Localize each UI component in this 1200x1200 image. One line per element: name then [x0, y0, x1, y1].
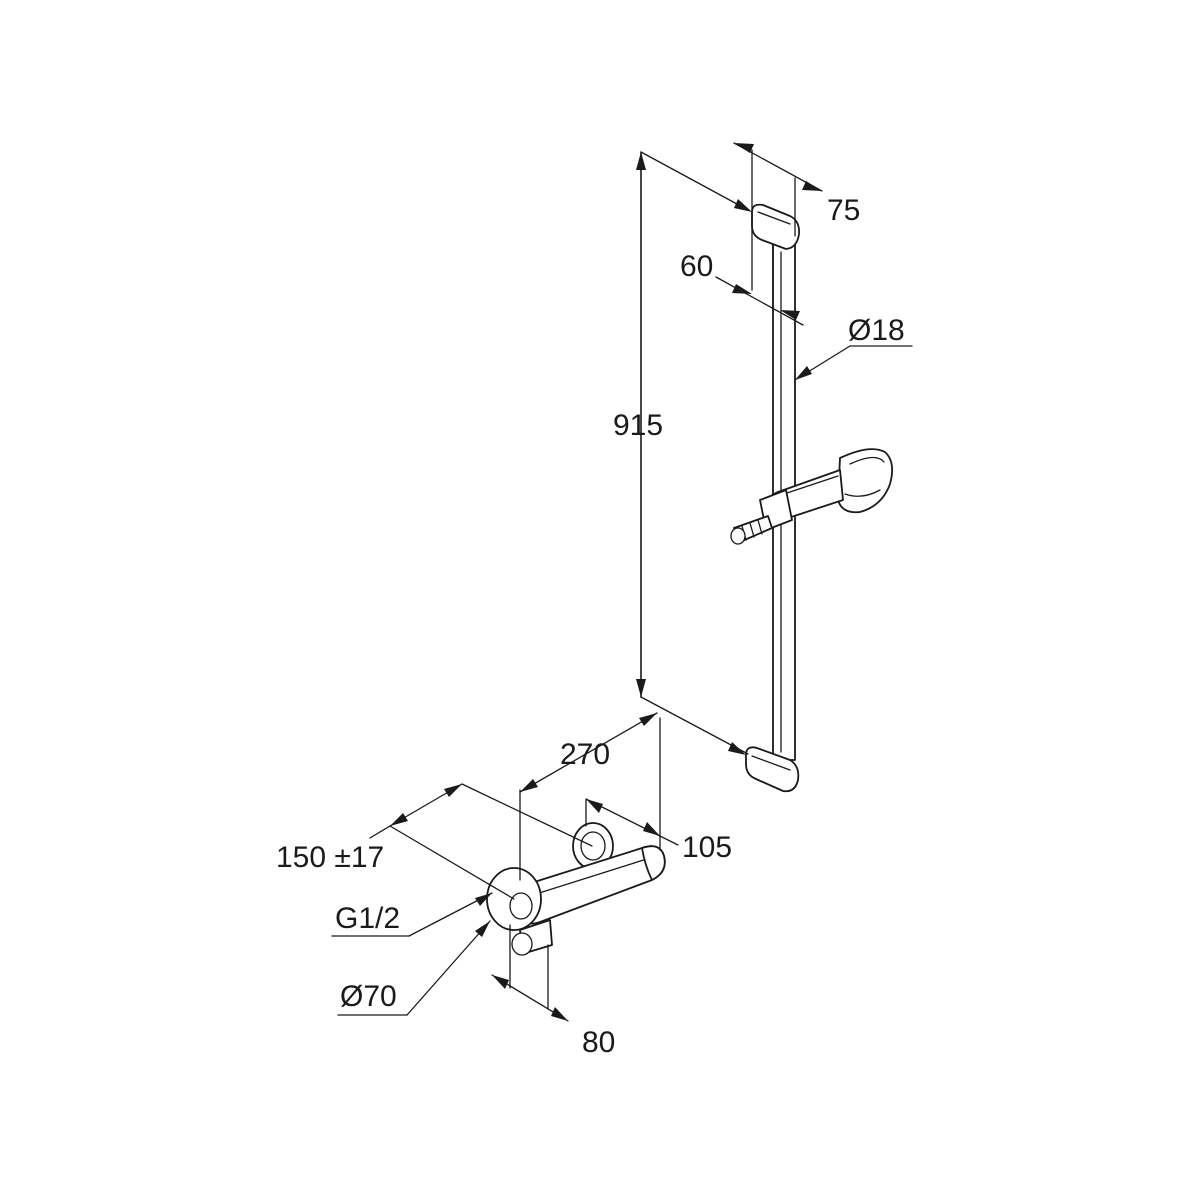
dimension-lines [331, 142, 913, 1022]
dim-label-150: 150 ±17 [276, 841, 384, 874]
dim-label-270: 270 [560, 738, 610, 771]
thermostatic-mixer [486, 822, 666, 956]
dim-label-g12: G1/2 [335, 902, 400, 935]
dim-label-915: 915 [613, 409, 663, 442]
hand-shower [730, 448, 894, 545]
dim-label-105: 105 [682, 831, 732, 864]
dim-label-80: 80 [582, 1026, 615, 1059]
dim-label-75: 75 [827, 194, 860, 227]
dim-label-rail-diameter: Ø18 [848, 314, 905, 347]
dim-label-60: 60 [680, 250, 713, 283]
dim-label-escutcheon-diameter: Ø70 [340, 980, 397, 1013]
